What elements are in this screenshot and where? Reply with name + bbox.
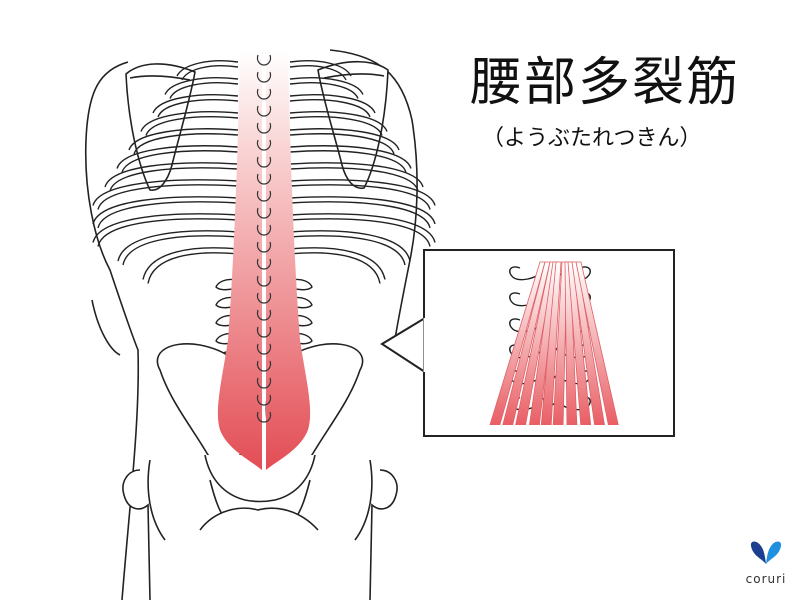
spinous-process xyxy=(256,377,272,389)
rib xyxy=(116,145,239,169)
rib xyxy=(289,213,436,243)
rib xyxy=(289,133,395,155)
rib xyxy=(157,99,239,118)
rib xyxy=(121,150,239,173)
spinous-process xyxy=(256,411,272,423)
rib xyxy=(92,196,239,225)
spinous-process xyxy=(256,122,272,134)
spinous-process xyxy=(256,71,272,83)
rib xyxy=(289,82,359,99)
rib xyxy=(147,252,239,284)
rib xyxy=(289,128,400,151)
rib xyxy=(289,184,431,210)
rib xyxy=(289,145,412,169)
rib xyxy=(289,116,383,136)
spinous-process xyxy=(256,241,272,253)
spinous-process xyxy=(256,173,272,185)
spinous-process xyxy=(256,360,272,372)
spinous-process xyxy=(256,190,272,202)
rib xyxy=(289,99,371,118)
spinous-processes xyxy=(256,54,272,423)
spinous-process xyxy=(256,54,272,66)
multifidus-muscle xyxy=(217,48,311,472)
rib xyxy=(92,179,239,206)
spinous-process xyxy=(256,326,272,338)
rib xyxy=(97,201,239,229)
rib xyxy=(181,65,239,81)
spinous-process xyxy=(256,139,272,151)
spinous-process xyxy=(256,207,272,219)
rib xyxy=(176,60,239,77)
rib xyxy=(289,65,347,81)
spinous-process xyxy=(256,343,272,355)
rib xyxy=(122,235,239,266)
spinous-process xyxy=(256,105,272,117)
rib xyxy=(142,247,239,280)
rib xyxy=(289,162,424,188)
spinous-process xyxy=(256,309,272,321)
spinous-process xyxy=(256,275,272,287)
rib xyxy=(289,252,381,284)
zoom-muscle-fibers xyxy=(488,261,620,429)
rib xyxy=(289,94,376,114)
rib xyxy=(104,162,239,188)
rib xyxy=(289,218,431,247)
rib xyxy=(97,184,239,210)
scapula-left xyxy=(125,63,196,191)
rib xyxy=(117,230,239,262)
rib xyxy=(145,116,239,136)
spinous-process xyxy=(256,292,272,304)
rib xyxy=(289,179,436,206)
brand-name: coruri xyxy=(745,572,787,586)
femur xyxy=(122,469,398,600)
rib xyxy=(289,196,436,225)
scapula-right xyxy=(317,60,389,190)
rib xyxy=(289,60,352,77)
spinous-process xyxy=(256,88,272,100)
rib-cage xyxy=(92,60,436,284)
rib xyxy=(109,167,239,192)
title-reading: （ようぶたれつきん） xyxy=(482,126,702,151)
rib xyxy=(289,77,364,95)
brand-logo: coruri xyxy=(738,538,794,586)
rib xyxy=(133,133,239,155)
spinous-process xyxy=(256,258,272,270)
spinous-process xyxy=(256,156,272,168)
rib xyxy=(289,230,411,262)
lumbar-process xyxy=(291,278,313,291)
rib xyxy=(289,167,419,192)
spinous-process xyxy=(256,224,272,236)
rib xyxy=(289,247,386,280)
rib xyxy=(140,111,239,132)
rib xyxy=(169,82,239,99)
rib xyxy=(128,128,239,151)
lumbar-process xyxy=(215,278,237,291)
spinous-process xyxy=(256,394,272,406)
page-title: 腰部多裂筋 xyxy=(470,53,741,113)
zoom-vertebra xyxy=(509,266,541,281)
rib xyxy=(92,213,239,243)
rib xyxy=(289,150,407,173)
rib xyxy=(152,94,239,114)
rib xyxy=(289,111,388,132)
rib xyxy=(164,77,239,95)
callout-pointer xyxy=(380,317,426,373)
zoom-inset xyxy=(423,249,675,437)
butterfly-icon xyxy=(750,541,782,564)
rib xyxy=(289,235,406,266)
rib xyxy=(289,201,431,229)
rib xyxy=(97,218,239,247)
